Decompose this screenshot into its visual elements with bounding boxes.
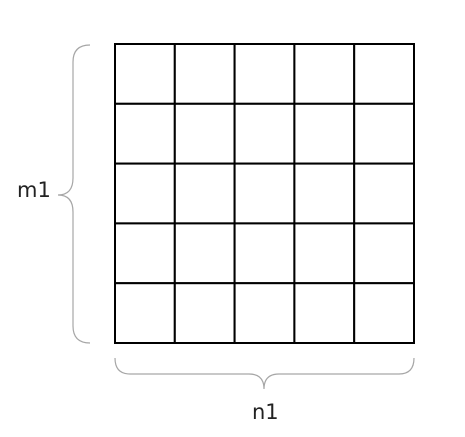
matrix-cell-r2-c4 xyxy=(293,102,356,165)
matrix-cell-r4-c3 xyxy=(233,222,296,285)
matrix-grid xyxy=(114,43,416,345)
matrix-cell-r5-c5 xyxy=(353,282,416,345)
row-dimension-brace xyxy=(57,44,91,344)
matrix-cell-r1-c4 xyxy=(293,43,356,105)
matrix-cell-r3-c1 xyxy=(114,162,176,225)
column-dimension-label: n1 xyxy=(252,400,279,424)
matrix-cell-r4-c2 xyxy=(173,222,236,285)
matrix-cell-r1-c1 xyxy=(114,43,176,105)
matrix-cell-r2-c3 xyxy=(233,102,296,165)
matrix-cell-r4-c4 xyxy=(293,222,356,285)
matrix-cell-r4-c1 xyxy=(114,222,176,285)
matrix-cell-r4-c5 xyxy=(353,222,416,285)
matrix-cell-r3-c4 xyxy=(293,162,356,225)
matrix-cell-r5-c1 xyxy=(114,282,176,345)
matrix-cell-r2-c1 xyxy=(114,102,176,165)
matrix-cell-r1-c2 xyxy=(173,43,236,105)
matrix-cell-r3-c2 xyxy=(173,162,236,225)
column-dimension-brace xyxy=(114,357,415,390)
matrix-cell-r5-c3 xyxy=(233,282,296,345)
matrix-cell-r1-c5 xyxy=(353,43,416,105)
matrix-cell-r5-c4 xyxy=(293,282,356,345)
matrix-cell-r5-c2 xyxy=(173,282,236,345)
matrix-cell-r3-c3 xyxy=(233,162,296,225)
matrix-cell-r1-c3 xyxy=(233,43,296,105)
matrix-cell-r3-c5 xyxy=(353,162,416,225)
matrix-cell-r2-c2 xyxy=(173,102,236,165)
row-dimension-label: m1 xyxy=(17,178,51,202)
matrix-cell-r2-c5 xyxy=(353,102,416,165)
